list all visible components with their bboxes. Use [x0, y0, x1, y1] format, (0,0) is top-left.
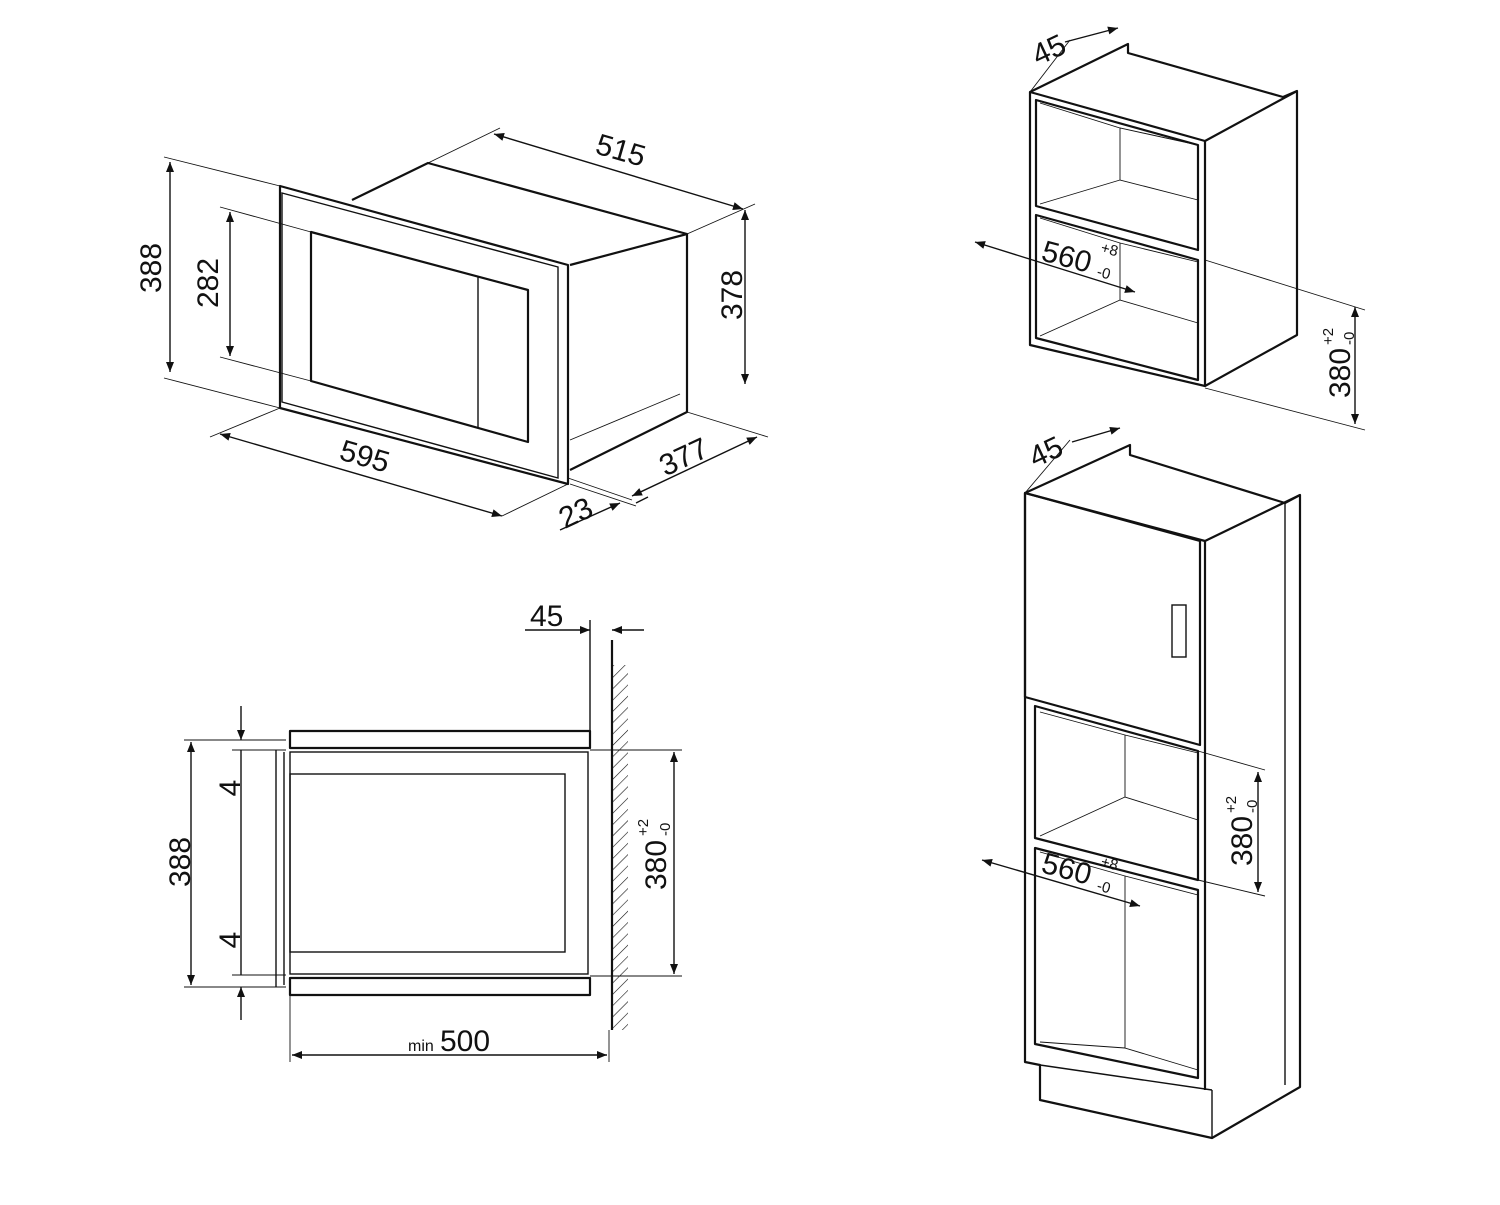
ext-line — [1197, 879, 1266, 897]
dim-label-height: 388 — [164, 837, 197, 887]
tol-plus: +8 — [1099, 853, 1120, 874]
dim-line-515 — [493, 133, 744, 210]
column-plinth-top — [1039, 1064, 1213, 1091]
tol-minus: -0 — [1244, 800, 1261, 813]
wall-unit-view: 45 560 +8 -0 380 +2 -0 — [974, 26, 1366, 431]
tol-plus: +2 — [1223, 796, 1240, 813]
ext-line — [569, 483, 637, 507]
dim-line-560 — [981, 858, 1141, 908]
dim-label-gap: 45 — [1027, 28, 1071, 72]
iso-window — [309, 230, 530, 444]
dim-label-gap: 45 — [530, 600, 563, 633]
ext-line — [219, 356, 312, 382]
tol-plus: +2 — [635, 819, 652, 836]
ext-line — [501, 483, 569, 517]
ext-line — [1029, 39, 1071, 93]
dim-line-560 — [974, 241, 1136, 293]
tol-plus: +2 — [1320, 328, 1337, 345]
iso-body-side — [569, 234, 689, 471]
wall-unit-lower-opening — [1034, 213, 1200, 382]
dim-label-opening-height: 380 — [640, 840, 673, 890]
lower-shelf — [288, 976, 592, 997]
dim-label-body-height: 378 — [716, 270, 749, 320]
dim-label-height: 380 — [1324, 348, 1357, 398]
ext-line — [163, 156, 281, 187]
ext-line — [209, 407, 281, 438]
dim-label-front-panel: 23 — [554, 491, 598, 535]
dim-label-min-depth: 500 — [440, 1025, 490, 1058]
dim-line-23b — [635, 496, 649, 504]
dim-arrow-45 — [1064, 26, 1119, 43]
ext-line — [1204, 259, 1366, 311]
dim-label-height: 380 — [1226, 816, 1259, 866]
iso-appliance-view: 388 282 515 378 595 377 23 — [135, 127, 769, 535]
ext-line — [427, 127, 501, 164]
ext-line — [567, 477, 633, 501]
dim-label-shim-top: 4 — [214, 780, 247, 797]
door-handle — [1171, 604, 1187, 658]
side-section-view: 45 388 4 4 380 +2 -0 min 500 — [164, 600, 682, 1062]
dim-label-height: 388 — [135, 243, 168, 293]
dim-label-width: 560 — [1038, 235, 1095, 280]
appliance-body — [289, 751, 589, 975]
column-unit-view: 45 560 +8 -0 380 +2 -0 — [981, 426, 1302, 1140]
dim-label-min-prefix: min — [408, 1038, 434, 1055]
appliance-cavity — [289, 773, 566, 953]
ext-line — [1197, 750, 1266, 771]
dim-arrow-45 — [1071, 426, 1121, 443]
ext-line — [686, 411, 769, 438]
ext-line — [1204, 387, 1366, 431]
iso-body-line — [569, 393, 681, 441]
upper-shelf — [288, 729, 592, 750]
ext-line — [1024, 439, 1071, 494]
tol-minus: -0 — [1095, 263, 1112, 283]
ext-line — [163, 377, 281, 409]
column-niche-interior — [1039, 711, 1199, 837]
ext-line — [686, 203, 756, 235]
dim-label-window-height: 282 — [192, 258, 225, 308]
iso-body-top — [351, 161, 689, 267]
dim-label-gap: 45 — [1024, 430, 1068, 474]
dim-label-width: 560 — [1038, 847, 1095, 892]
column-door — [1023, 491, 1202, 747]
wall-hatch — [612, 665, 628, 1030]
dim-line-23 — [559, 502, 621, 531]
dim-line-377 — [631, 436, 758, 497]
tol-plus: +8 — [1099, 239, 1120, 260]
column-unit-top-edge — [1024, 491, 1301, 543]
column-lower-opening — [1033, 846, 1200, 1080]
column-unit-outline — [1023, 443, 1302, 1140]
ext-line — [219, 206, 312, 233]
tol-minus: -0 — [1095, 877, 1112, 897]
tol-minus: -0 — [1341, 332, 1358, 345]
iso-front-frame-inner — [281, 192, 559, 479]
wall-unit-lower-interior — [1039, 217, 1199, 337]
wall-unit-upper-opening — [1034, 98, 1200, 252]
dim-line-595 — [219, 432, 503, 518]
tol-minus: -0 — [657, 823, 674, 836]
dim-label-width: 595 — [336, 434, 393, 480]
dim-label-shim-bottom: 4 — [214, 932, 247, 949]
wall-unit-upper-interior — [1039, 102, 1199, 205]
wall-unit-top-edge — [1029, 90, 1298, 143]
dim-label-body-depth: 377 — [654, 432, 713, 483]
